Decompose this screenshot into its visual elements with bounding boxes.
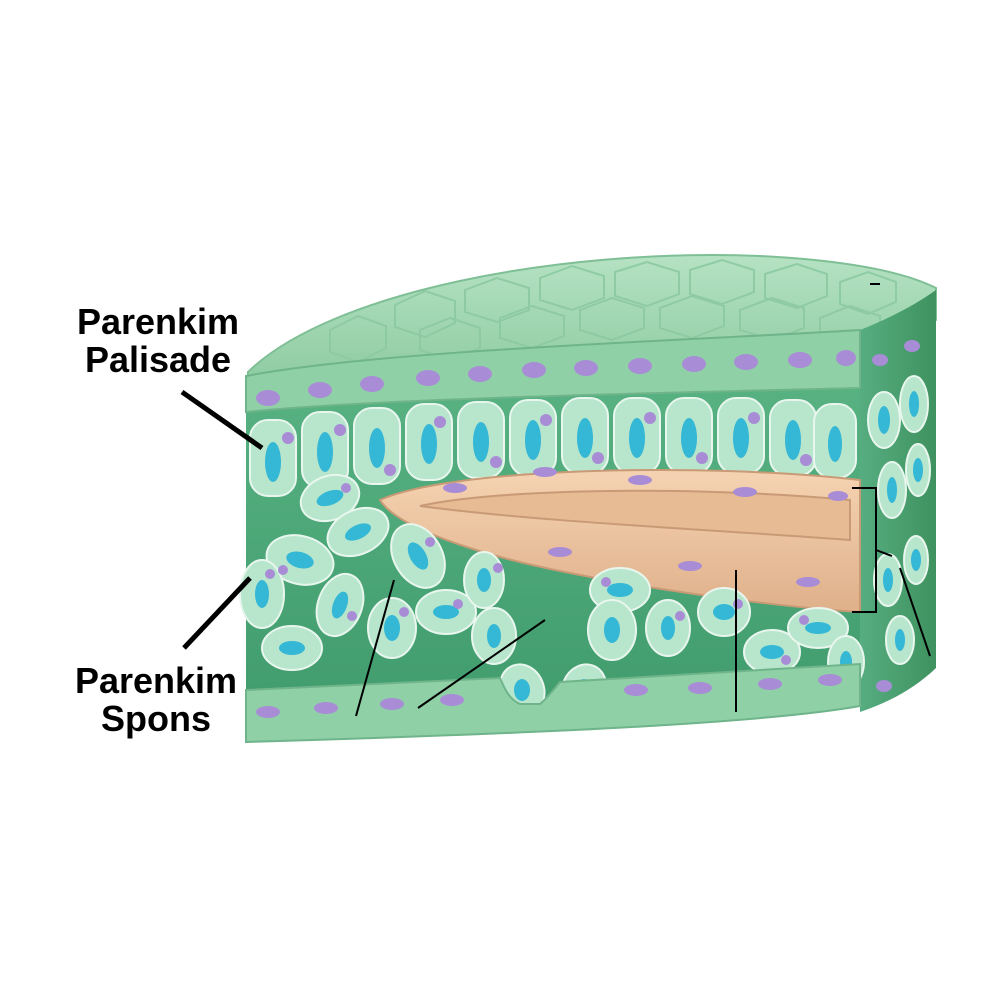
surface-cell-pattern (329, 258, 897, 364)
label-spons-line1: Parenkim (74, 660, 238, 701)
vascular-bundle (378, 467, 861, 614)
label-palisade-line2: Palisade (84, 339, 232, 380)
palisade-layer (249, 397, 857, 497)
palisade-leader-line (180, 389, 264, 451)
label-parenkim-palisade: Parenkim Palisade (58, 303, 258, 379)
label-palisade-line1: Parenkim (76, 301, 240, 342)
label-spons-line2: Spons (100, 698, 211, 739)
side-face-cells (867, 340, 931, 692)
lower-epidermis (245, 662, 861, 744)
label-parenkim-spons: Parenkim Spons (66, 662, 246, 738)
spons-leader-line (182, 576, 252, 650)
upper-epidermis (245, 328, 861, 414)
unlabeled-leader-lines (355, 283, 931, 717)
